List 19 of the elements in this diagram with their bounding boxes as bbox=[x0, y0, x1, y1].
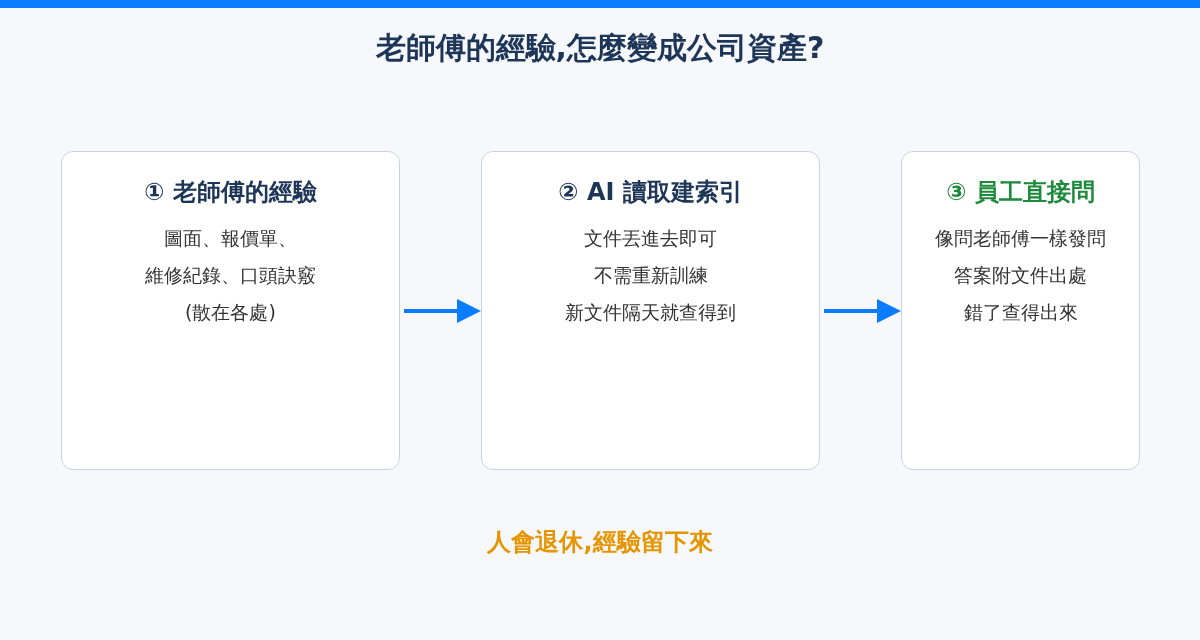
card-text: 維修紀錄、口頭訣竅 bbox=[145, 263, 316, 288]
title: 老師傅的經驗,怎麼變成公司資產? bbox=[374, 29, 826, 67]
card-heading: ③ 員工直接問 bbox=[946, 177, 1095, 208]
card bbox=[901, 151, 1140, 470]
card-text: 新文件隔天就查得到 bbox=[565, 300, 736, 325]
card-heading: ① 老師傅的經驗 bbox=[144, 177, 317, 208]
card-text: 文件丟進去即可 bbox=[584, 226, 717, 251]
card-text: 錯了查得出來 bbox=[963, 300, 1078, 325]
card-text: 像問老師傅一樣發問 bbox=[935, 226, 1106, 251]
footer-note: 人會退休,經驗留下來 bbox=[487, 528, 713, 556]
arrow bbox=[404, 299, 481, 323]
card-text: 不需重新訓練 bbox=[593, 263, 708, 288]
card-heading: ② AI 讀取建索引 bbox=[558, 177, 743, 208]
card bbox=[481, 151, 820, 470]
card-text: (散在各處) bbox=[185, 300, 276, 325]
card-text: 答案附文件出處 bbox=[954, 263, 1087, 288]
card-text: 圖面、報價單、 bbox=[164, 226, 297, 251]
card bbox=[61, 151, 400, 470]
arrow bbox=[824, 299, 901, 323]
